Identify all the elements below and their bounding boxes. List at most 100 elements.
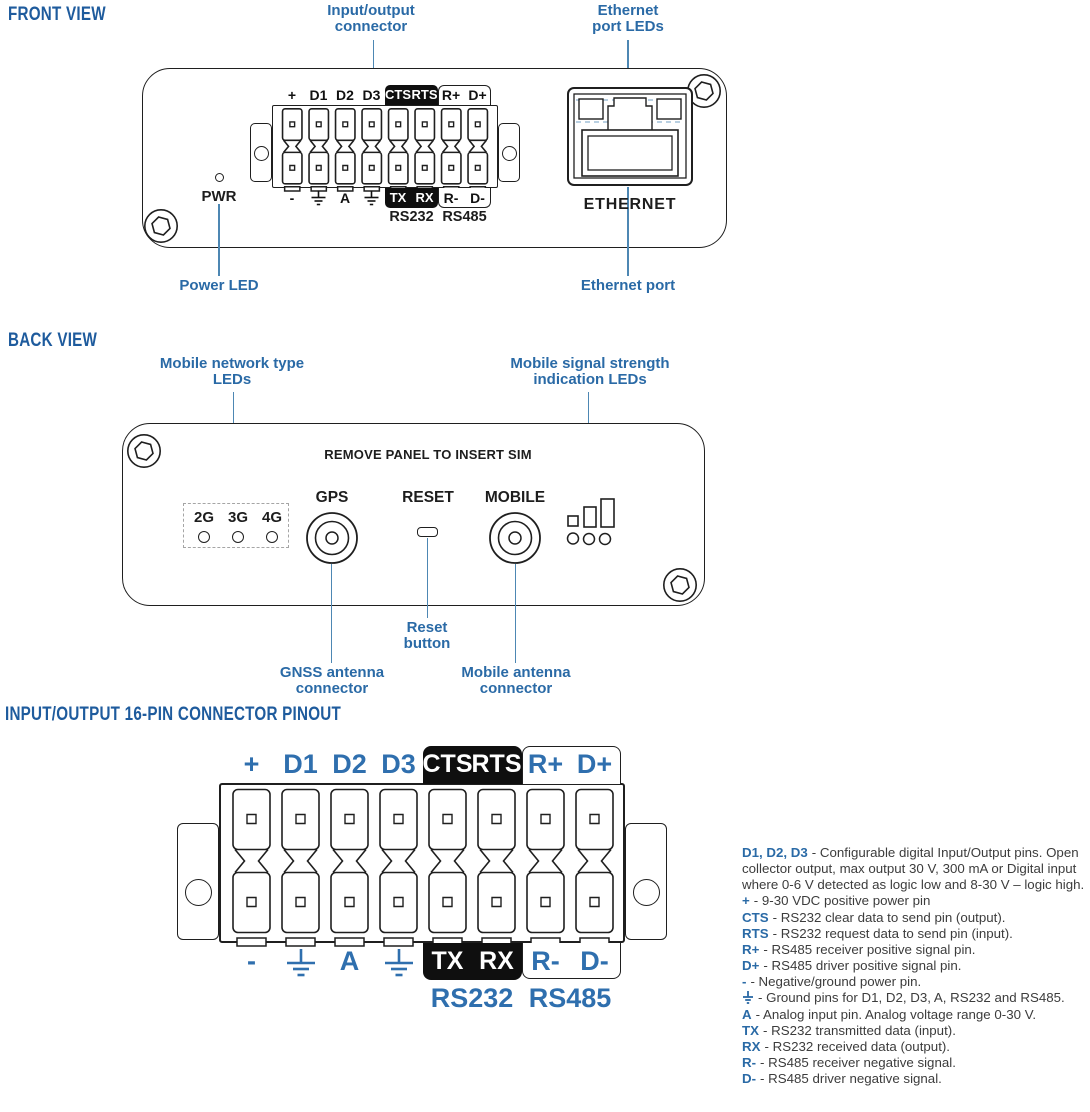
rs232-label: RS232 bbox=[389, 209, 434, 225]
rminus-dminus-box bbox=[522, 943, 621, 979]
tx-rx-box bbox=[423, 943, 522, 980]
pin-label-dminus: D- bbox=[470, 190, 485, 206]
leader-mobile-antenna bbox=[514, 564, 517, 663]
leader-ethernet-leds bbox=[627, 40, 629, 86]
leader-reset bbox=[426, 538, 429, 618]
pin-label-rplus: R+ bbox=[441, 87, 461, 103]
pwr-label: PWR bbox=[201, 188, 237, 205]
callout-ethernet-leds: Ethernet port LEDs bbox=[592, 2, 664, 35]
ground-icon bbox=[311, 190, 326, 205]
pin-label-dplus: D+ bbox=[576, 749, 613, 779]
reset-label: RESET bbox=[402, 489, 454, 506]
ethernet-port-icon bbox=[567, 87, 693, 186]
pin-label-d1: D1 bbox=[309, 87, 328, 103]
pin-label-rplus: R+ bbox=[527, 749, 564, 779]
pin-description-item: - Ground pins for D1, D2, D3, A, RS232 a… bbox=[742, 990, 1090, 1006]
pin-label-rx: RX bbox=[415, 190, 434, 205]
pin-description-item: D-- RS485 driver negative signal. bbox=[742, 1071, 942, 1087]
ground-icon bbox=[384, 949, 413, 977]
tx-rx-box bbox=[385, 188, 438, 208]
pin-description-item: D+- RS485 driver positive signal pin. bbox=[742, 958, 962, 974]
pinout-title: INPUT/OUTPUT 16-PIN CONNECTOR PINOUT bbox=[5, 703, 342, 725]
pinout-connector-pins bbox=[232, 788, 614, 947]
leader-ethernet-port bbox=[627, 187, 629, 276]
leader-io-connector bbox=[372, 40, 375, 85]
led-2g-label: 2G bbox=[193, 509, 215, 526]
pin-label-tx: TX bbox=[389, 190, 407, 205]
pin-label-minus: - bbox=[289, 190, 295, 206]
reset-button-icon bbox=[417, 527, 438, 537]
pin-label-a: A bbox=[339, 946, 360, 976]
pin-label-minus: - bbox=[247, 946, 256, 976]
reset-button-callout: Reset button bbox=[403, 619, 451, 652]
cts-rts-box bbox=[423, 746, 522, 784]
rs485-label: RS485 bbox=[528, 983, 612, 1013]
callout-signal-leds: Mobile signal strength indication LEDs bbox=[510, 355, 670, 388]
pin-label-rminus: R- bbox=[531, 946, 560, 976]
rplus-dplus-box bbox=[522, 746, 621, 784]
mobile-antenna-callout: Mobile antenna connector bbox=[461, 664, 571, 697]
led-3g-icon bbox=[232, 531, 244, 543]
pin-descriptions: D1, D2, D3- Configurable digital Input/O… bbox=[742, 845, 1090, 1087]
hex-screw-icon bbox=[662, 567, 698, 603]
pin-description-item: CTS- RS232 clear data to send pin (outpu… bbox=[742, 909, 1006, 925]
ear-hole bbox=[253, 145, 269, 161]
gnss-antenna-connector-icon bbox=[306, 512, 358, 564]
pin-label-dminus: D- bbox=[580, 946, 609, 976]
pin-label-d2: D2 bbox=[336, 87, 354, 103]
pin-label-cts: CTS bbox=[385, 87, 411, 102]
gps-label: GPS bbox=[315, 489, 349, 506]
ear-hole bbox=[501, 145, 517, 161]
led-2g-icon bbox=[198, 531, 210, 543]
network-leds-box bbox=[183, 503, 289, 548]
ethernet-port-callout: Ethernet port bbox=[580, 277, 676, 294]
mobile-antenna-connector-icon bbox=[489, 512, 541, 564]
front-io-connector-pins bbox=[282, 108, 488, 192]
callout-io-connector: Input/output connector bbox=[327, 2, 415, 35]
pin-label-tx: TX bbox=[431, 947, 464, 975]
led-3g-label: 3G bbox=[227, 509, 249, 526]
rs485-label: RS485 bbox=[442, 209, 487, 225]
pin-label-rx: RX bbox=[479, 947, 514, 975]
pin-label-d3: D3 bbox=[362, 87, 381, 103]
ground-icon bbox=[364, 190, 379, 205]
power-led-icon bbox=[214, 172, 224, 182]
pin-label-d2: D2 bbox=[332, 749, 367, 779]
back-view-title: BACK VIEW bbox=[8, 329, 98, 351]
ear-hole bbox=[184, 878, 212, 906]
pin-description-item: RX- RS232 received data (output). bbox=[742, 1038, 951, 1054]
hex-screw-icon bbox=[143, 208, 179, 244]
led-4g-icon bbox=[266, 531, 278, 543]
pin-description-item: D1, D2, D3- Configurable digital Input/O… bbox=[742, 845, 1085, 893]
pin-description-item: +- 9-30 VDC positive power pin bbox=[742, 893, 931, 909]
pin-label-plus: + bbox=[243, 749, 260, 779]
ground-icon bbox=[286, 949, 315, 977]
pin-label-dplus: D+ bbox=[468, 87, 487, 103]
ear-hole bbox=[632, 878, 660, 906]
cts-rts-box bbox=[385, 85, 438, 105]
pin-label-rts: RTS bbox=[471, 750, 522, 778]
pin-description-item: R-- RS485 receiver negative signal. bbox=[742, 1055, 956, 1071]
pin-label-rts: RTS bbox=[411, 87, 438, 102]
pin-label-a: A bbox=[339, 190, 351, 206]
pin-label-rminus: R- bbox=[443, 190, 459, 206]
pin-description-item: TX- RS232 transmitted data (input). bbox=[742, 1022, 956, 1038]
pin-label-d3: D3 bbox=[381, 749, 416, 779]
ethernet-label: ETHERNET bbox=[583, 196, 677, 213]
mobile-label: MOBILE bbox=[484, 489, 546, 506]
pin-label-d1: D1 bbox=[283, 749, 318, 779]
leader-gnss bbox=[330, 564, 333, 663]
hex-screw-icon bbox=[126, 433, 162, 469]
callout-network-leds: Mobile network type LEDs bbox=[159, 355, 305, 388]
pin-description-item: R+- RS485 receiver positive signal pin. bbox=[742, 941, 976, 957]
pin-description-item: A- Analog input pin. Analog voltage rang… bbox=[742, 1006, 1037, 1022]
pin-description-item: RTS- RS232 request data to send pin (inp… bbox=[742, 925, 1013, 941]
led-4g-label: 4G bbox=[261, 509, 283, 526]
sim-panel-text: REMOVE PANEL TO INSERT SIM bbox=[324, 447, 532, 462]
signal-strength-leds-icon bbox=[566, 498, 615, 546]
pin-label-plus: + bbox=[287, 87, 297, 103]
power-led-callout: Power LED bbox=[179, 277, 259, 294]
rs232-label: RS232 bbox=[430, 983, 514, 1013]
pin-description-item: -- Negative/ground power pin. bbox=[742, 974, 922, 990]
